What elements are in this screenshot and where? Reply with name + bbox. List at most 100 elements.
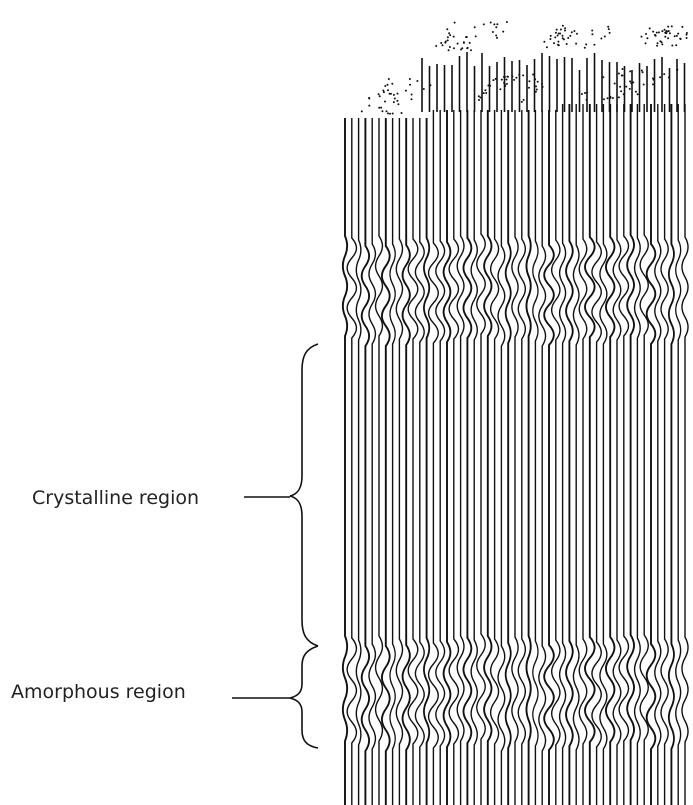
- chain-end-dot: [391, 112, 394, 115]
- chain-end-dot: [685, 32, 688, 34]
- chain-end-dot: [629, 70, 632, 73]
- chain-end-dot: [641, 71, 644, 74]
- chain-end-dot: [416, 80, 419, 82]
- cellulose-chain: [639, 104, 649, 805]
- chain-end-dot: [409, 83, 411, 86]
- chain-end-dot: [447, 49, 450, 52]
- cellulose-chain: [368, 118, 377, 805]
- chain-end-dot: [625, 85, 628, 88]
- chain-end-dot: [667, 37, 670, 40]
- chain-end-dot: [659, 76, 662, 79]
- chain-end-dot: [465, 36, 468, 38]
- chain-end-dot: [496, 36, 498, 39]
- chain-end-dot: [378, 95, 381, 98]
- cellulose-chain: [380, 118, 391, 805]
- cellulose-chain: [448, 110, 460, 805]
- chain-end-dot: [608, 31, 611, 34]
- chain-end-dot: [645, 33, 647, 35]
- chain-end-dot: [410, 98, 413, 101]
- top-face-back-right: [625, 22, 693, 50]
- chain-end-dot: [396, 99, 399, 102]
- chain-end-dot: [462, 41, 465, 44]
- chain-end-dot: [387, 78, 390, 80]
- chain-end-dot: [384, 85, 387, 87]
- chain-end-dot: [685, 37, 688, 39]
- cellulose-chain: [565, 104, 574, 805]
- chain-end-dot: [559, 28, 562, 31]
- cellulose-chain: [618, 104, 630, 805]
- cellulose-chain: [483, 110, 493, 805]
- chain-end-dot: [446, 36, 449, 39]
- chain-end-dot: [576, 32, 578, 35]
- cellulose-chain: [462, 110, 473, 805]
- chain-end-dot: [532, 73, 535, 76]
- top-face-front-left: [345, 75, 445, 118]
- cellulose-chain: [360, 118, 371, 805]
- chain-end-dot: [422, 88, 425, 90]
- chain-end-dot: [470, 49, 472, 52]
- cellulose-chain: [442, 110, 452, 805]
- chain-end-dot: [386, 83, 389, 86]
- chain-end-dot: [456, 42, 459, 45]
- chain-end-dot: [535, 85, 537, 88]
- chain-end-dot: [656, 42, 659, 45]
- chain-end-dot: [664, 35, 667, 38]
- chain-end-dot: [499, 88, 502, 91]
- chain-end-dot: [666, 30, 669, 33]
- cellulose-chain: [341, 118, 349, 805]
- chain-end-dot: [384, 100, 386, 103]
- chain-end-dot: [505, 82, 508, 85]
- chain-end-dot: [477, 95, 480, 98]
- chain-end-dot: [485, 92, 488, 94]
- chain-end-dot: [663, 73, 666, 76]
- crystalline-brace: [289, 343, 319, 647]
- chain-end-dot: [557, 43, 559, 46]
- chain-end-dot: [491, 31, 494, 33]
- chain-end-dot: [528, 86, 530, 89]
- chain-end-dot: [453, 47, 455, 50]
- chain-end-dot: [607, 28, 610, 31]
- cellulose-chain: [497, 110, 506, 805]
- chain-end-dot: [520, 100, 523, 103]
- chain-end-dot: [561, 24, 564, 27]
- chain-end-dot: [543, 40, 546, 43]
- chain-end-dot: [661, 30, 664, 33]
- chain-end-dot: [667, 25, 670, 28]
- chain-bundle: [341, 52, 689, 805]
- cellulose-chain: [604, 104, 616, 805]
- cellulose-chain: [591, 104, 602, 805]
- chain-end-dot: [554, 36, 557, 39]
- top-face-front-mid: [455, 70, 565, 110]
- chain-end-dot: [671, 44, 674, 47]
- chain-end-dot: [380, 106, 383, 109]
- chain-end-dot: [644, 42, 647, 45]
- chain-end-dot: [636, 93, 639, 96]
- chain-end-dot: [446, 28, 449, 31]
- chain-end-dot: [584, 92, 586, 94]
- chain-end-dot: [556, 34, 559, 37]
- chain-end-dot: [591, 29, 594, 32]
- top-face-front-right: [565, 65, 690, 104]
- chain-end-dot: [593, 43, 596, 46]
- chain-end-dot: [396, 92, 399, 95]
- chain-end-dot: [554, 31, 557, 34]
- chain-end-dot: [652, 83, 654, 86]
- chain-end-dot: [677, 32, 680, 35]
- chain-end-dot: [640, 69, 643, 72]
- chain-end-dot: [657, 31, 660, 34]
- chain-end-dot: [466, 47, 469, 50]
- chain-end-dot: [661, 43, 664, 46]
- chain-end-dot: [603, 98, 605, 101]
- cellulose-chain: [414, 118, 425, 805]
- chain-end-dot: [634, 90, 637, 93]
- chain-end-dot: [388, 92, 391, 95]
- chain-end-dot: [545, 46, 548, 49]
- chain-end-dot: [408, 78, 411, 80]
- chain-end-dot: [570, 31, 573, 34]
- chain-end-dot: [573, 30, 576, 32]
- cellulose-chain: [660, 104, 669, 805]
- cellulose-chain: [401, 118, 411, 805]
- chain-end-dot: [534, 90, 537, 93]
- chain-end-dot: [607, 25, 610, 28]
